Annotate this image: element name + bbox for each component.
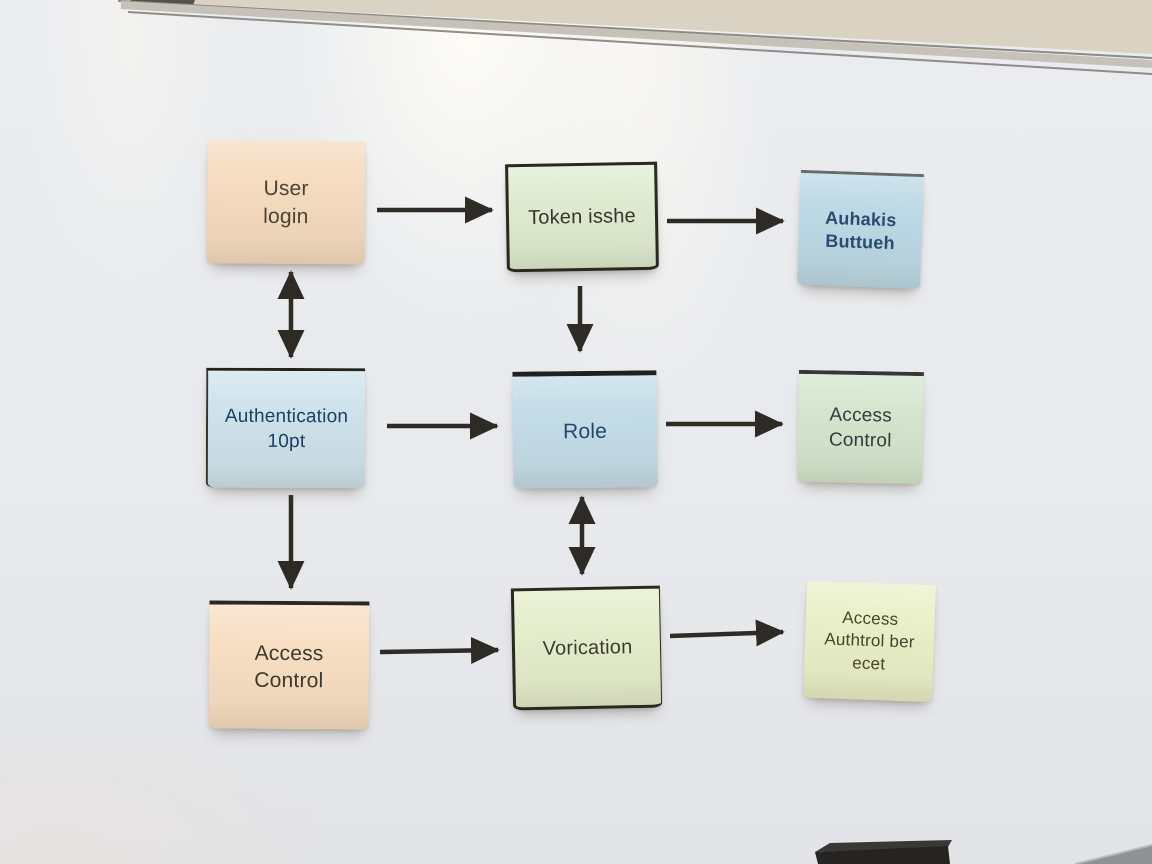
sticky-note-access-authtrol: Access Authtrol ber ecet (802, 580, 937, 703)
note-label: Authentication 10pt (224, 405, 349, 452)
frame-top-edge (117, 0, 1152, 59)
sticky-note-user-login: User login (206, 140, 366, 265)
arrow-vorication-to-access-authtrol (669, 619, 785, 647)
sticky-note-vorication: Vorication (510, 585, 663, 711)
note-label: User login (263, 177, 309, 228)
arrow-access-control-left-to-vorication (379, 636, 500, 664)
note-label: Vorication (542, 636, 633, 660)
sticky-note-auth-button: Auhakis Buttueh (797, 169, 924, 290)
note-label: Auhakis Buttueh (824, 207, 897, 254)
note-label: Role (562, 420, 608, 444)
sticky-note-access-control-left: Access Control (208, 600, 370, 730)
tray-edge-corner (1075, 845, 1152, 864)
wall-strip (118, 0, 1152, 54)
frame-corner-notch (130, 0, 195, 5)
note-label: Access Authtrol ber ecet (824, 608, 915, 674)
whiteboard-frame (117, 0, 1152, 75)
sticky-note-authentication: Authentication 10pt (205, 367, 366, 489)
tray-edge-highlight (1074, 844, 1152, 864)
sticky-note-access-control-right: Access Control (797, 369, 924, 485)
frame-rail (120, 1, 1152, 68)
whiteboard-eraser (815, 846, 950, 864)
sticky-note-role: Role (512, 370, 658, 489)
sticky-note-token-issue: Token isshe (505, 161, 659, 273)
eraser-top-face (815, 840, 952, 852)
note-label: Token isshe (527, 205, 637, 229)
note-label: Access Control (254, 641, 324, 693)
frame-bottom-edge (127, 11, 1152, 75)
note-label: Access Control (828, 404, 893, 452)
